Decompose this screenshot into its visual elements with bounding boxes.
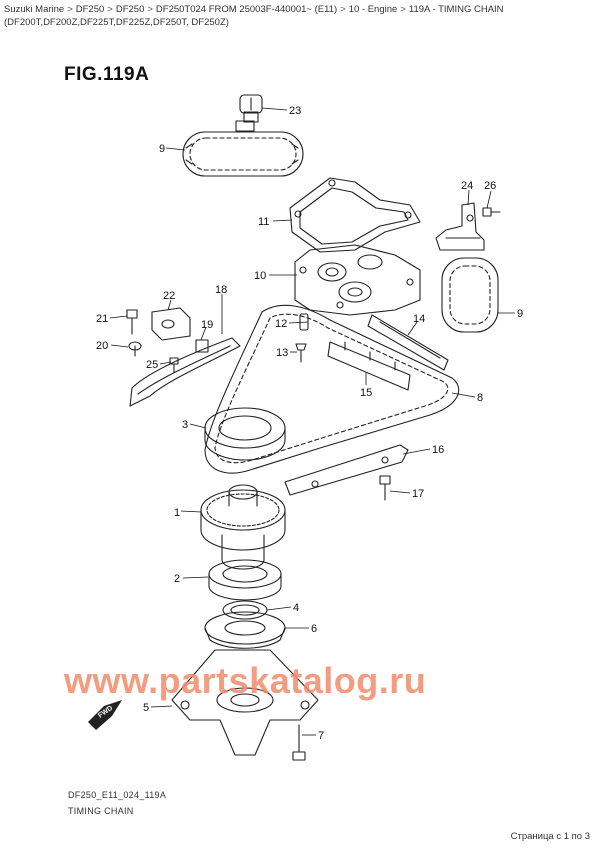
part-2-bearing[interactable] (208, 559, 282, 601)
breadcrumb-separator: > (400, 4, 406, 15)
breadcrumb-item-group[interactable]: 10 - Engine (348, 4, 398, 15)
callout-26[interactable]: 26 (484, 180, 496, 192)
part-9-chain-right[interactable] (441, 257, 499, 333)
part-1-gear[interactable] (200, 484, 286, 570)
breadcrumb-separator: > (147, 4, 153, 15)
callout-7[interactable]: 7 (318, 730, 324, 742)
part-15-tensioner-guide[interactable] (327, 341, 411, 391)
callout-21[interactable]: 21 (96, 313, 108, 325)
part-5-housing[interactable] (171, 649, 319, 756)
callout-23[interactable]: 23 (289, 105, 301, 117)
callout-2[interactable]: 2 (174, 573, 180, 585)
callout-8[interactable]: 8 (477, 392, 483, 404)
callout-11[interactable]: 11 (258, 216, 269, 228)
watermark: www.partskatalog.ru (64, 660, 427, 701)
breadcrumb-separator: > (107, 4, 113, 15)
callouts: 1 2 3 4 5 6 7 8 9 9 10 11 12 13 14 15 16… (96, 105, 523, 742)
callout-16[interactable]: 16 (432, 444, 444, 456)
callout-25[interactable]: 25 (146, 359, 158, 371)
breadcrumb-item-current: 119A - TIMING CHAIN (DF200T,DF200Z,DF225… (4, 4, 504, 28)
pagination-indicator: Страница с 1 по 3 (510, 831, 590, 842)
part-23-tensioner-bracket[interactable] (235, 94, 263, 132)
callout-22[interactable]: 22 (163, 290, 175, 302)
callout-17[interactable]: 17 (412, 488, 424, 500)
callout-4[interactable]: 4 (293, 602, 299, 614)
part-22-tensioner[interactable] (151, 307, 191, 341)
callout-9-upper[interactable]: 9 (159, 143, 165, 155)
part-24-bracket[interactable] (435, 202, 485, 251)
part-9-chain-upper[interactable] (182, 131, 304, 177)
part-20-washer[interactable] (128, 341, 142, 357)
callout-10[interactable]: 10 (254, 270, 266, 282)
part-6-housing-plate[interactable] (204, 611, 286, 649)
part-26-bolt[interactable] (482, 207, 501, 217)
leader-lines (109, 107, 515, 736)
figure-code: DF250_E11_024_119A (68, 790, 167, 800)
part-14-chain-guide[interactable] (367, 314, 449, 371)
part-10-pump-case[interactable] (294, 244, 421, 316)
part-18-chain-tensioner-arm[interactable] (129, 337, 241, 407)
callout-24[interactable]: 24 (461, 180, 473, 192)
breadcrumb-item-serial[interactable]: DF250T024 FROM 25003F-440001~ (E11) (155, 4, 338, 15)
callout-13[interactable]: 13 (276, 347, 288, 359)
part-4-seal[interactable] (222, 600, 268, 620)
part-7-bolt[interactable] (292, 724, 306, 761)
part-17-bolt[interactable] (379, 475, 391, 501)
figure-name: TIMING CHAIN (68, 806, 134, 816)
breadcrumb: Suzuki Marine>DF250>DF250>DF250T024 FROM… (4, 3, 594, 29)
callout-14[interactable]: 14 (413, 313, 425, 325)
callout-9-right[interactable]: 9 (517, 308, 523, 320)
part-25-bolt[interactable] (169, 357, 179, 373)
part-21-bolt[interactable] (126, 309, 138, 335)
callout-18[interactable]: 18 (215, 284, 227, 296)
part-16-chain-guide[interactable] (284, 444, 409, 496)
breadcrumb-item-brand[interactable]: Suzuki Marine (4, 4, 65, 15)
breadcrumb-separator: > (67, 4, 73, 15)
callout-12[interactable]: 12 (275, 318, 287, 330)
breadcrumb-separator: > (340, 4, 346, 15)
callout-6[interactable]: 6 (311, 623, 317, 635)
callout-3[interactable]: 3 (182, 419, 188, 431)
breadcrumb-item-submodel[interactable]: DF250 (115, 4, 145, 15)
fwd-arrow-icon: FWD (88, 700, 122, 730)
callout-15[interactable]: 15 (360, 387, 372, 399)
breadcrumb-item-model[interactable]: DF250 (75, 4, 105, 15)
figure-title: FIG.119A (64, 64, 150, 85)
part-3-bearing[interactable] (204, 407, 286, 461)
callout-19[interactable]: 19 (201, 319, 213, 331)
part-11-gasket[interactable] (289, 177, 421, 253)
part-13-bolt[interactable] (295, 343, 307, 363)
part-19-tensioner-pin[interactable] (195, 339, 209, 353)
callout-5[interactable]: 5 (143, 702, 149, 714)
callout-20[interactable]: 20 (96, 340, 108, 352)
callout-1[interactable]: 1 (174, 507, 180, 519)
